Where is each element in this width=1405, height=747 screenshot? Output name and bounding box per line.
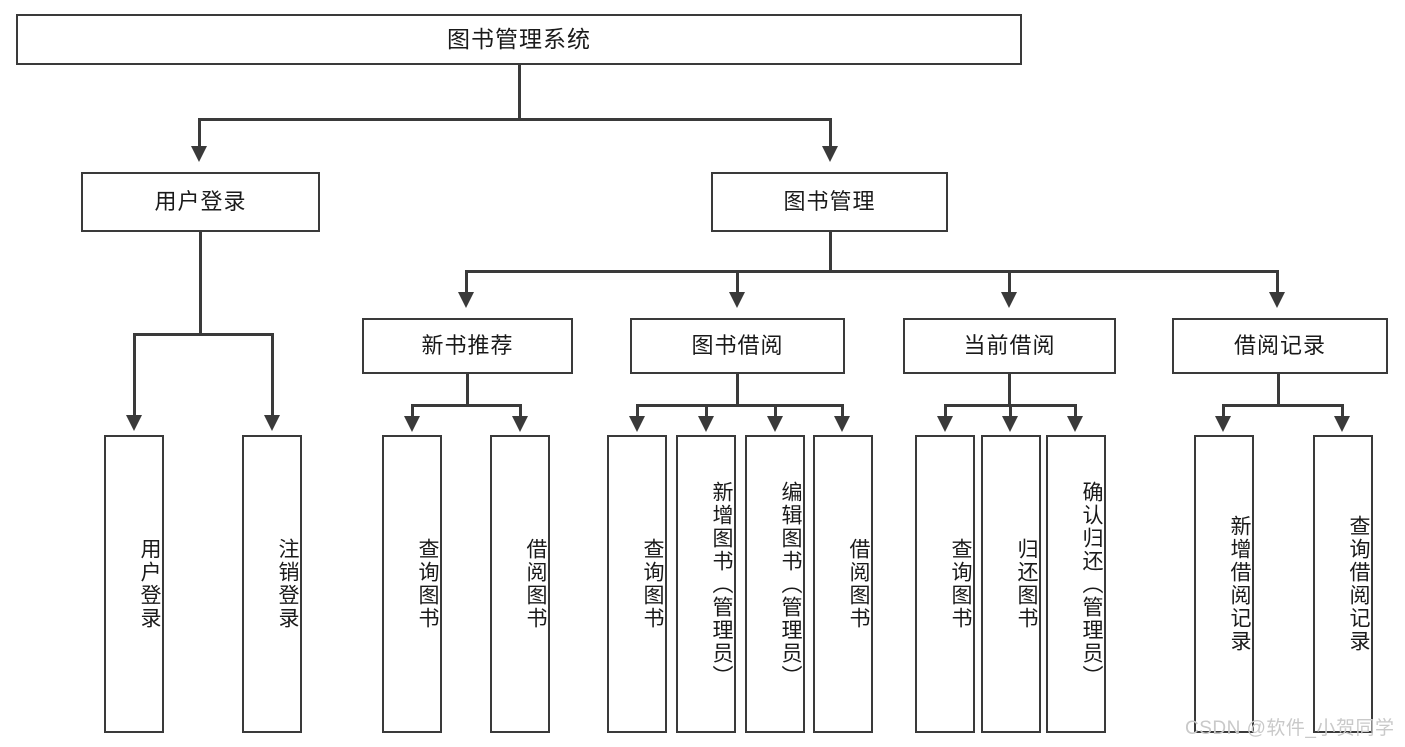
arrowhead-bb-leaf-4	[834, 416, 850, 432]
leaf-nbr-query-book[interactable]: 查询图书	[382, 435, 442, 733]
arrowhead-cb-leaf-2	[1002, 416, 1018, 432]
edge-nbr-child-1	[411, 404, 414, 418]
node-book-borrow[interactable]: 图书借阅	[630, 318, 845, 374]
leaf-cb-return-book[interactable]: 归还图书	[981, 435, 1041, 733]
leaf-bb-edit-book-admin[interactable]: 编辑图书（管理员）	[745, 435, 805, 733]
arrowhead-current-borrow	[1001, 292, 1017, 308]
edge-user-login-child-2	[271, 333, 274, 417]
arrowhead-user-login	[191, 146, 207, 162]
edge-nbr-bus	[411, 404, 522, 407]
node-label: 借阅图书	[524, 538, 547, 630]
edge-bb-child-4	[841, 404, 844, 418]
node-borrow-record[interactable]: 借阅记录	[1172, 318, 1388, 374]
node-label: 图书借阅	[691, 332, 784, 358]
edge-bb-child-1	[636, 404, 639, 418]
edge-book-management-bus	[465, 270, 1279, 273]
edge-br-child-1	[1222, 404, 1225, 418]
node-label: 借阅图书	[847, 538, 870, 630]
arrowhead-bb-leaf-2	[698, 416, 714, 432]
leaf-cb-query-book[interactable]: 查询图书	[915, 435, 975, 733]
edge-book-management-stem	[829, 232, 832, 272]
leaf-bb-borrow-book[interactable]: 借阅图书	[813, 435, 873, 733]
node-label: 查询借阅记录	[1347, 515, 1370, 653]
edge-user-login-child-1	[133, 333, 136, 417]
arrowhead-nbr-leaf-1	[404, 416, 420, 432]
edge-bm-child-3	[1008, 270, 1011, 294]
node-book-management[interactable]: 图书管理	[711, 172, 948, 232]
leaf-bb-add-book-admin[interactable]: 新增图书（管理员）	[676, 435, 736, 733]
arrowhead-leaf-logout	[264, 415, 280, 431]
node-label: 当前借阅	[963, 332, 1056, 358]
arrowhead-new-book-recommend	[458, 292, 474, 308]
arrowhead-borrow-record	[1269, 292, 1285, 308]
edge-root-to-user-login	[198, 118, 201, 148]
leaf-bb-query-book[interactable]: 查询图书	[607, 435, 667, 733]
arrowhead-cb-leaf-3	[1067, 416, 1083, 432]
arrowhead-br-leaf-1	[1215, 416, 1231, 432]
leaf-br-query-record[interactable]: 查询借阅记录	[1313, 435, 1373, 733]
node-label: 用户登录	[154, 188, 247, 214]
node-label: 查询图书	[641, 538, 664, 630]
edge-nbr-stem	[466, 374, 469, 406]
edge-cb-child-1	[944, 404, 947, 418]
node-label: 查询图书	[416, 538, 439, 630]
arrowhead-br-leaf-2	[1334, 416, 1350, 432]
node-new-book-recommend[interactable]: 新书推荐	[362, 318, 573, 374]
edge-root-to-book-management	[829, 118, 832, 148]
edge-nbr-child-2	[519, 404, 522, 418]
node-label: 查询图书	[949, 538, 972, 630]
edge-bm-child-4	[1276, 270, 1279, 294]
edge-br-child-2	[1341, 404, 1344, 418]
edge-bb-child-3	[774, 404, 777, 418]
edge-user-login-bus	[133, 333, 274, 336]
arrowhead-nbr-leaf-2	[512, 416, 528, 432]
node-root-book-management-system[interactable]: 图书管理系统	[16, 14, 1022, 65]
node-label: 确认归还（管理员）	[1080, 480, 1103, 688]
edge-cb-child-2	[1009, 404, 1012, 418]
node-label: 归还图书	[1015, 538, 1038, 630]
edge-bb-child-2	[705, 404, 708, 418]
node-label: 借阅记录	[1233, 332, 1326, 358]
node-label: 新书推荐	[421, 332, 514, 358]
edge-br-stem	[1277, 374, 1280, 406]
edge-bm-child-1	[465, 270, 468, 294]
arrowhead-bb-leaf-3	[767, 416, 783, 432]
leaf-logout[interactable]: 注销登录	[242, 435, 302, 733]
arrowhead-leaf-user-login	[126, 415, 142, 431]
leaf-user-login[interactable]: 用户登录	[104, 435, 164, 733]
edge-cb-child-3	[1074, 404, 1077, 418]
edge-br-bus	[1222, 404, 1343, 407]
leaf-br-add-record[interactable]: 新增借阅记录	[1194, 435, 1254, 733]
arrowhead-cb-leaf-1	[937, 416, 953, 432]
edge-bb-bus	[636, 404, 844, 407]
node-label: 编辑图书（管理员）	[779, 480, 802, 688]
watermark-csdn: CSDN @软件_小贺同学	[1185, 718, 1395, 739]
arrowhead-book-borrow	[729, 292, 745, 308]
leaf-nbr-borrow-book[interactable]: 借阅图书	[490, 435, 550, 733]
edge-root-stem	[518, 65, 521, 119]
node-current-borrow[interactable]: 当前借阅	[903, 318, 1116, 374]
edge-cb-stem	[1008, 374, 1011, 406]
edge-root-bus	[198, 118, 832, 121]
node-user-login[interactable]: 用户登录	[81, 172, 320, 232]
arrowhead-bb-leaf-1	[629, 416, 645, 432]
node-label: 注销登录	[276, 538, 299, 630]
node-label: 新增图书（管理员）	[710, 480, 733, 688]
node-label: 图书管理系统	[447, 25, 591, 52]
arrowhead-book-management	[822, 146, 838, 162]
node-label: 用户登录	[138, 538, 161, 630]
leaf-cb-confirm-return-admin[interactable]: 确认归还（管理员）	[1046, 435, 1106, 733]
node-label: 新增借阅记录	[1228, 515, 1251, 653]
edge-bb-stem	[736, 374, 739, 406]
edge-bm-child-2	[736, 270, 739, 294]
node-label: 图书管理	[783, 188, 876, 214]
edge-user-login-stem	[199, 232, 202, 335]
